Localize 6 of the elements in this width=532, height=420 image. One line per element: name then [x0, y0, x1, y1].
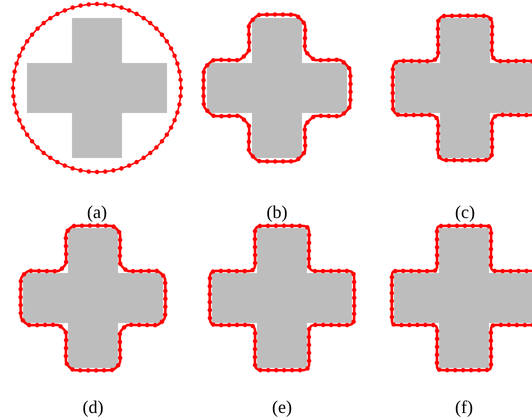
panel-label: (c) — [455, 202, 475, 222]
panel-label: (f) — [455, 397, 473, 417]
panel-label: (a) — [87, 202, 107, 222]
panel-label: (b) — [266, 202, 288, 222]
panel-label: (d) — [82, 397, 104, 417]
panel-label: (e) — [272, 397, 292, 417]
